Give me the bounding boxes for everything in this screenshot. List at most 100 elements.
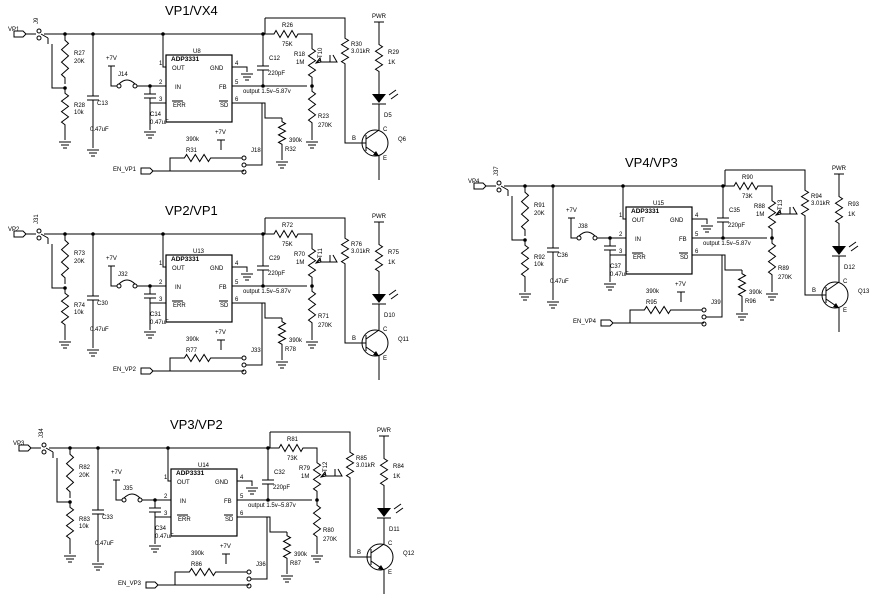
c-in-ref: C36 xyxy=(557,253,569,259)
jumper-pin xyxy=(576,235,582,241)
c-fb-val: 220pF xyxy=(728,223,745,229)
r-sd-val: 390k xyxy=(289,338,303,344)
wire xyxy=(56,458,70,503)
transistor-arrow xyxy=(378,565,384,570)
led-ray xyxy=(395,507,404,514)
r-fb-top-ref: R72 xyxy=(282,223,294,229)
transistor-c: C xyxy=(383,127,388,133)
r-bot-ref: R74 xyxy=(74,303,86,309)
ic-pin-num: 1 xyxy=(164,475,168,481)
r-sd-val: 390k xyxy=(289,138,303,144)
c-ic-val: 0.47uF xyxy=(155,534,174,540)
r-bot-val: 10k xyxy=(74,110,85,116)
ic-body xyxy=(170,468,238,537)
wire xyxy=(706,255,723,318)
r-bot-ref: R92 xyxy=(534,255,546,261)
ic-pin-gnd: GND xyxy=(210,266,224,272)
r-en-ref: R31 xyxy=(186,148,198,154)
r-led-val: 1K xyxy=(388,60,395,66)
enable-flag xyxy=(600,319,614,327)
wire xyxy=(511,196,525,241)
testpoint-symbol xyxy=(790,206,798,215)
c-in-ref: C33 xyxy=(102,515,114,521)
pwr-label: PWR xyxy=(372,214,387,220)
c-fb-val: 220pF xyxy=(273,485,290,491)
led-symbol xyxy=(372,94,386,103)
ic-pin-fb: FB xyxy=(679,237,687,243)
wire xyxy=(237,480,253,486)
resistor-r-led xyxy=(374,240,384,276)
ic-pin-out: OUT xyxy=(172,66,185,72)
ic-pin-num: 2 xyxy=(159,280,163,286)
led-symbol xyxy=(372,294,386,303)
r-led-ref: R75 xyxy=(388,250,400,256)
ic-pin-in: IN xyxy=(635,237,641,243)
pot-wiper-arrow xyxy=(314,256,322,264)
r-fb-bot-ref: R23 xyxy=(318,114,330,120)
potentiometer xyxy=(307,244,317,282)
enable-flag xyxy=(140,367,154,375)
ic-pin-err: ERR xyxy=(633,255,646,261)
enable-jumper-label: J18 xyxy=(251,148,261,154)
resistor-r-bot xyxy=(65,502,75,544)
ic-pin-num: 5 xyxy=(235,280,239,286)
ic-part: ADP3331 xyxy=(171,256,200,263)
c-in-ref: C13 xyxy=(97,101,109,107)
r-base-val: 3.01kR xyxy=(811,201,831,207)
testpoint-symbol xyxy=(330,254,338,263)
jumper-pin xyxy=(137,497,143,503)
r-base-ref: R94 xyxy=(811,194,823,200)
r-en-ref: R86 xyxy=(191,562,203,568)
jumper-label: J35 xyxy=(123,486,133,492)
pwr-label: PWR xyxy=(377,428,392,434)
c-fb-val: 220pF xyxy=(268,271,285,277)
pwr-label: PWR xyxy=(832,166,847,172)
c-ic-val: 0.47uF xyxy=(150,120,169,126)
resistor-r-base xyxy=(340,234,350,268)
c-ic-ref: C37 xyxy=(610,264,622,270)
transistor-e: E xyxy=(843,308,847,314)
resistor-r-sd xyxy=(277,118,287,148)
enable-label: EN_VP1 xyxy=(113,167,137,173)
led-ref: D11 xyxy=(389,527,400,533)
r-fb-top-ref: R26 xyxy=(282,23,294,29)
resistor-r-base xyxy=(800,186,810,220)
resistor-r-led xyxy=(374,40,384,76)
r-fb-bot-val: 270K xyxy=(323,537,337,543)
led-ray xyxy=(393,503,402,510)
resistor-r-en xyxy=(640,305,675,315)
wire xyxy=(110,66,117,87)
c-ic-ref: C31 xyxy=(150,312,162,318)
wire xyxy=(162,34,166,68)
jumper-link xyxy=(118,279,136,285)
wire xyxy=(500,185,509,191)
r-bot-val: 10k xyxy=(534,262,545,268)
wire xyxy=(169,357,180,371)
resistor-r-top xyxy=(65,448,75,498)
c-ic-val: 0.47uF xyxy=(610,272,629,278)
r-en-val: 390k xyxy=(186,137,200,143)
enable-jumper-pin xyxy=(241,155,247,161)
transistor-b: B xyxy=(357,550,361,556)
wire xyxy=(251,517,268,580)
jumper-link xyxy=(118,79,136,85)
c-ic-ref: C14 xyxy=(150,112,162,118)
transistor-c: C xyxy=(843,279,848,285)
jumper-pin xyxy=(132,83,138,89)
r-bot-ref: R83 xyxy=(79,517,91,523)
r-top-ref: R82 xyxy=(79,465,91,471)
ic-pin-num: 5 xyxy=(235,80,239,86)
r-en-ref: R95 xyxy=(646,300,658,306)
junction-dot xyxy=(770,236,774,240)
testpoint-symbol xyxy=(335,468,343,477)
wire xyxy=(110,266,117,287)
wire xyxy=(40,233,49,239)
resistor-r-base xyxy=(345,448,355,482)
ic-pin-num: 5 xyxy=(695,232,699,238)
wire xyxy=(725,169,806,186)
enable-jumper-pin xyxy=(701,307,707,313)
ic-pin-fb: FB xyxy=(219,285,227,291)
r-top-ref: R73 xyxy=(74,251,86,257)
resistor-r-fb-top xyxy=(275,443,307,453)
